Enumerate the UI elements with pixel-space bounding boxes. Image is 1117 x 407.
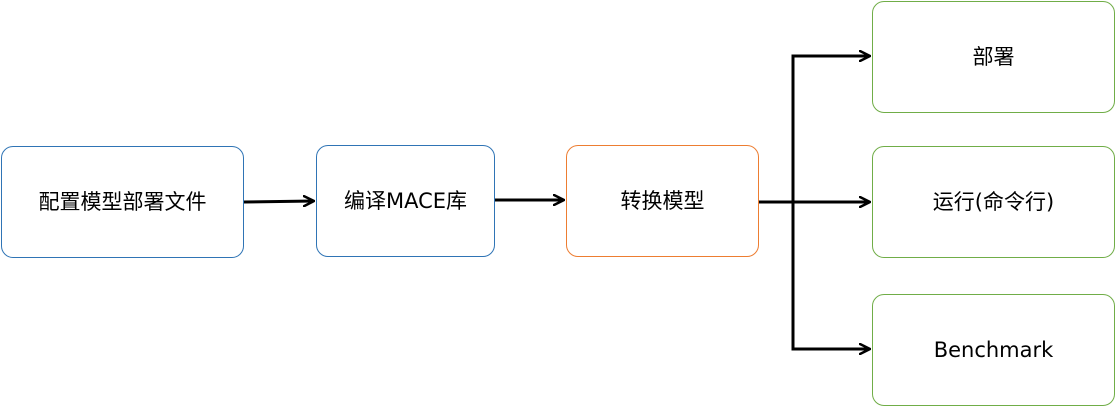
edge-convert-to-deploy <box>791 56 870 202</box>
node-config-deploy-file: 配置模型部署文件 <box>1 146 244 258</box>
node-run-label: 运行(命令行) <box>932 189 1055 214</box>
node-deploy-label: 部署 <box>972 44 1015 69</box>
node-run-command-line: 运行(命令行) <box>872 146 1115 258</box>
node-build-mace-lib: 编译MACE库 <box>316 145 495 257</box>
node-config-label: 配置模型部署文件 <box>38 189 207 214</box>
node-convert-model: 转换模型 <box>566 145 759 257</box>
node-convert-label: 转换模型 <box>620 188 705 213</box>
edge-convert-to-benchmark <box>791 202 870 349</box>
node-deploy: 部署 <box>872 1 1115 113</box>
node-benchmark-label: Benchmark <box>933 337 1054 362</box>
edge-config-to-build <box>243 201 314 202</box>
node-benchmark: Benchmark <box>872 294 1115 406</box>
node-build-label: 编译MACE库 <box>343 188 468 213</box>
